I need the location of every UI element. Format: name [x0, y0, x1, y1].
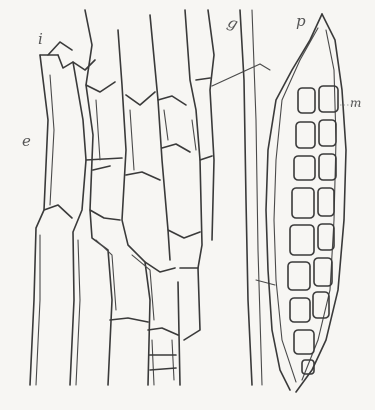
connecting-lines — [212, 10, 275, 385]
label-e: e — [22, 132, 31, 150]
elongated-cells-left — [30, 10, 214, 385]
spindle-structure — [266, 14, 360, 392]
label-i: i — [38, 30, 43, 48]
label-m: m — [350, 96, 361, 110]
label-p: p — [296, 12, 306, 30]
